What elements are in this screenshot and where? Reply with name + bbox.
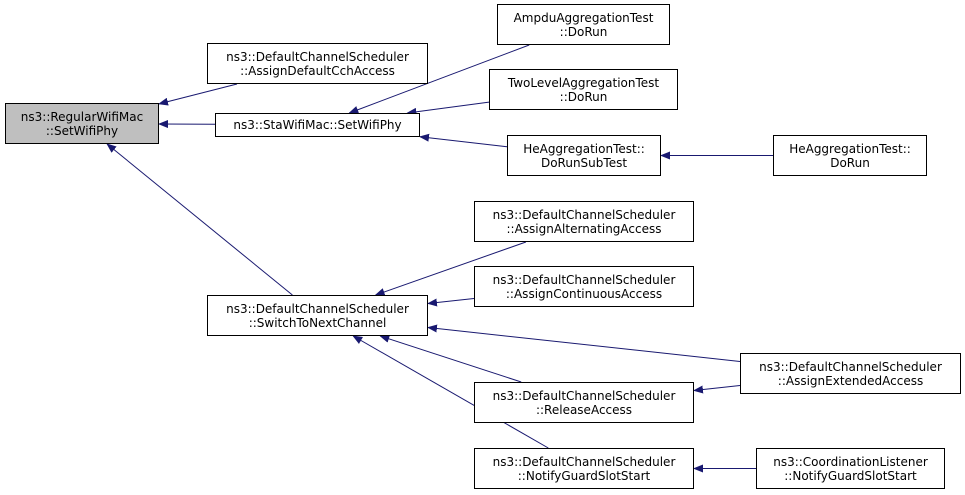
node-label-line2: ::ReleaseAccess bbox=[535, 402, 633, 417]
edge-ampdu_dorun-to-stawifimac_setwifiphy bbox=[348, 44, 530, 114]
node-default-channel-scheduler-switch-to-next-channel[interactable]: ns3::DefaultChannelScheduler ::SwitchToN… bbox=[207, 295, 428, 336]
node-default-channel-scheduler-assign-default-cch-access[interactable]: ns3::DefaultChannelScheduler ::AssignDef… bbox=[207, 43, 428, 84]
node-label-line1: HeAggregationTest:: bbox=[789, 141, 911, 156]
edge-dcs_releaseaccess-to-dcs_switchtonextchannel bbox=[379, 334, 522, 383]
node-default-channel-scheduler-assign-alternating-access[interactable]: ns3::DefaultChannelScheduler ::AssignAlt… bbox=[474, 201, 694, 242]
node-label-line1: ns3::CoordinationListener bbox=[773, 454, 928, 469]
node-label-line2: ::SwitchToNextChannel bbox=[248, 315, 387, 330]
edge-dcs_assignextended-to-dcs_releaseaccess bbox=[693, 385, 741, 394]
node-label-line1: ns3::DefaultChannelScheduler bbox=[492, 454, 676, 469]
node-label-line1: AmpduAggregationTest bbox=[513, 10, 654, 25]
edge-dcs_assignalternating-to-dcs_switchtonextchannel bbox=[374, 241, 527, 296]
node-label-line2: ::AssignExtendedAccess bbox=[777, 373, 924, 388]
node-default-channel-scheduler-assign-extended-access[interactable]: ns3::DefaultChannelScheduler ::AssignExt… bbox=[740, 353, 961, 394]
node-label-line1: ns3::DefaultChannelScheduler bbox=[226, 301, 409, 316]
edge-dcs_switchtonextchannel-to-regularwifimac_setwifiphy bbox=[106, 143, 293, 296]
node-label-line1: TwoLevelAggregationTest bbox=[507, 75, 660, 90]
edge-he_dorunsubtest-to-stawifimac_setwifiphy bbox=[419, 133, 508, 148]
edge-dcs_assigndefaultcchaccess-to-regularwifimac_setwifiphy bbox=[158, 83, 238, 106]
node-label-line2: ::SetWifiPhy bbox=[45, 123, 119, 138]
node-default-channel-scheduler-notify-guard-slot-start[interactable]: ns3::DefaultChannelScheduler ::NotifyGua… bbox=[474, 448, 694, 489]
node-default-channel-scheduler-assign-continuous-access[interactable]: ns3::DefaultChannelScheduler ::AssignCon… bbox=[474, 266, 694, 307]
node-default-channel-scheduler-release-access[interactable]: ns3::DefaultChannelScheduler ::ReleaseAc… bbox=[474, 382, 694, 423]
node-sta-wifi-mac-set-wifi-phy[interactable]: ns3::StaWifiMac::SetWifiPhy bbox=[215, 113, 420, 137]
node-label-line2: ::NotifyGuardSlotStart bbox=[784, 468, 917, 483]
edge-twolevel_dorun-to-stawifimac_setwifiphy bbox=[406, 101, 490, 116]
node-he-aggregation-test-do-run-sub-test[interactable]: HeAggregationTest:: DoRunSubTest bbox=[507, 135, 661, 176]
node-label-line1: ns3::DefaultChannelScheduler bbox=[492, 207, 676, 222]
node-label-line1: HeAggregationTest:: bbox=[523, 141, 645, 156]
node-label-line1: ns3::RegularWifiMac bbox=[20, 109, 144, 124]
node-label-line2: ::DoRun bbox=[559, 89, 608, 104]
node-label-line1: ns3::StaWifiMac::SetWifiPhy bbox=[233, 118, 402, 132]
node-two-level-aggregation-test-do-run[interactable]: TwoLevelAggregationTest ::DoRun bbox=[489, 69, 678, 110]
node-label-line1: ns3::DefaultChannelScheduler bbox=[759, 359, 942, 374]
node-label-line1: ns3::DefaultChannelScheduler bbox=[492, 388, 676, 403]
edge-dcs_assignextended-to-dcs_switchtonextchannel bbox=[427, 324, 741, 362]
node-coordination-listener-notify-guard-slot-start[interactable]: ns3::CoordinationListener ::NotifyGuardS… bbox=[756, 448, 945, 489]
node-ampdu-aggregation-test-do-run[interactable]: AmpduAggregationTest ::DoRun bbox=[497, 4, 670, 45]
node-label-line2: DoRunSubTest bbox=[540, 155, 628, 170]
node-label-line2: DoRun bbox=[830, 155, 870, 170]
edge-dcs_notifyguardslotstart-to-dcs_switchtonextchannel bbox=[352, 335, 549, 449]
node-label-line2: ::NotifyGuardSlotStart bbox=[517, 468, 651, 483]
node-regular-wifi-mac-set-wifi-phy[interactable]: ns3::RegularWifiMac ::SetWifiPhy bbox=[5, 103, 159, 144]
node-label-line2: ::DoRun bbox=[559, 24, 608, 39]
node-label-line1: ns3::DefaultChannelScheduler bbox=[492, 272, 676, 287]
node-label-line2: ::AssignDefaultCchAccess bbox=[240, 63, 395, 78]
edge-dcs_assigncontinuous-to-dcs_switchtonextchannel bbox=[427, 298, 475, 307]
node-he-aggregation-test-do-run[interactable]: HeAggregationTest:: DoRun bbox=[773, 135, 927, 176]
node-label-line2: ::AssignContinuousAccess bbox=[505, 286, 663, 301]
node-label-line2: ::AssignAlternatingAccess bbox=[506, 221, 662, 236]
node-label-line1: ns3::DefaultChannelScheduler bbox=[226, 49, 409, 64]
